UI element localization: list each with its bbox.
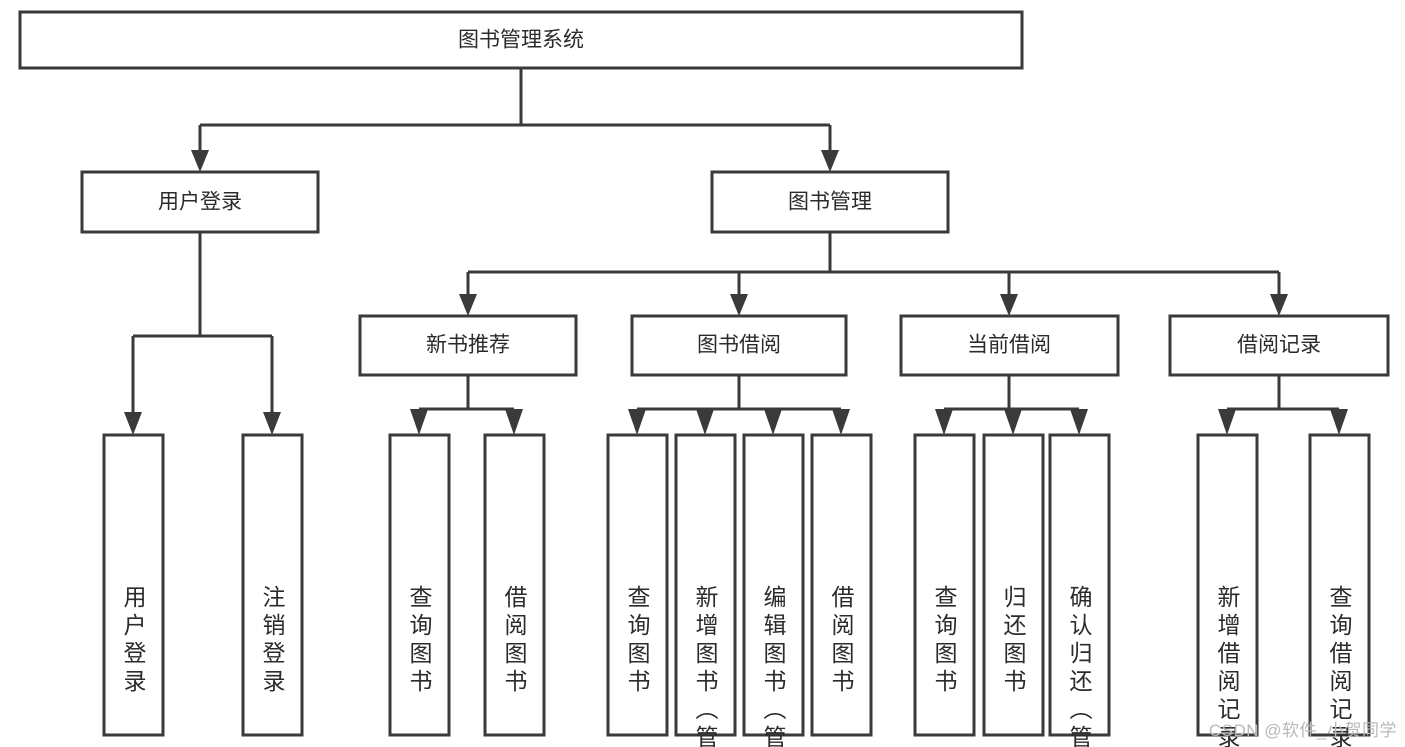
node-leaf-4-box[interactable] xyxy=(483,433,546,737)
arrow-nb-leaf4 xyxy=(505,409,523,435)
node-leaf-3-label: 查询图书 xyxy=(406,585,433,697)
node-leaf-8-box[interactable] xyxy=(810,433,873,737)
node-leaf-8[interactable]: 借阅图书 xyxy=(810,433,873,737)
arrow-login-leaf1 xyxy=(124,412,142,435)
node-leaf-5-label: 查询图书 xyxy=(624,585,651,697)
node-leaf-11-label: 确认归还（管理员） xyxy=(1066,585,1093,747)
node-leaf-4-label: 借阅图书 xyxy=(501,585,528,697)
node-leaf-7-label: 编辑图书（管理员） xyxy=(760,585,787,747)
node-root-box[interactable] xyxy=(18,10,1024,70)
node-records-box[interactable] xyxy=(1168,314,1390,377)
node-leaf-12-label: 新增借阅记录 xyxy=(1214,585,1241,747)
arrow-root-to-bookmgmt xyxy=(821,150,839,172)
node-login[interactable]: 用户登录 xyxy=(80,170,320,234)
node-leaf-13-box[interactable] xyxy=(1308,433,1371,737)
arrow-bm-current xyxy=(1000,294,1018,316)
node-leaf-6-label: 新增图书（管理员） xyxy=(692,585,719,747)
node-bookmgmt-label: 图书管理 xyxy=(788,191,872,214)
node-leaf-7-box[interactable] xyxy=(742,433,805,737)
node-leaf-8-label: 借阅图书 xyxy=(828,585,855,697)
arrow-login-leaf2 xyxy=(263,412,281,435)
node-leaf-13-label: 查询借阅记录 xyxy=(1326,585,1353,747)
node-leaf-11[interactable]: 确认归还（管理员） xyxy=(1048,433,1111,747)
node-bookmgmt[interactable]: 图书管理 xyxy=(710,170,950,234)
node-borrow-box[interactable] xyxy=(630,314,848,377)
arrow-current-leaf11 xyxy=(1070,409,1088,435)
node-leaf-2-box[interactable] xyxy=(241,433,304,737)
node-leaf-4[interactable]: 借阅图书 xyxy=(483,433,546,737)
node-leaf-7[interactable]: 编辑图书（管理员） xyxy=(742,433,805,747)
arrow-borrow-leaf8 xyxy=(832,409,850,435)
node-bookmgmt-box[interactable] xyxy=(710,170,950,234)
arrow-bm-records xyxy=(1270,294,1288,316)
node-leaf-11-box[interactable] xyxy=(1048,433,1111,737)
node-current-box[interactable] xyxy=(899,314,1120,377)
node-leaf-10[interactable]: 归还图书 xyxy=(982,433,1045,737)
node-records[interactable]: 借阅记录 xyxy=(1168,314,1390,377)
arrow-nb-leaf3 xyxy=(410,409,428,435)
arrow-borrow-leaf5 xyxy=(628,409,646,435)
node-root[interactable]: 图书管理系统 xyxy=(18,10,1024,70)
node-newbook-box[interactable] xyxy=(358,314,578,377)
node-leaf-12[interactable]: 新增借阅记录 xyxy=(1196,433,1259,747)
node-leaf-10-box[interactable] xyxy=(982,433,1045,737)
node-records-label: 借阅记录 xyxy=(1237,334,1321,357)
node-leaf-3-box[interactable] xyxy=(388,433,451,737)
node-newbook[interactable]: 新书推荐 xyxy=(358,314,578,377)
node-root-label: 图书管理系统 xyxy=(458,29,584,52)
arrow-current-leaf9 xyxy=(935,409,953,435)
node-login-box[interactable] xyxy=(80,170,320,234)
arrow-records-leaf12 xyxy=(1218,409,1236,435)
arrow-bm-borrow xyxy=(730,294,748,316)
arrow-borrow-leaf7 xyxy=(764,409,782,435)
node-current[interactable]: 当前借阅 xyxy=(899,314,1120,377)
arrow-current-leaf10 xyxy=(1004,409,1022,435)
node-leaf-5[interactable]: 查询图书 xyxy=(606,433,669,737)
node-leaf-6-box[interactable] xyxy=(674,433,737,737)
node-leaf-1-box[interactable] xyxy=(102,433,165,737)
node-leaf-1-label: 用户登录 xyxy=(120,585,147,697)
node-leaf-1[interactable]: 用户登录 xyxy=(102,433,165,737)
node-leaf-13[interactable]: 查询借阅记录 xyxy=(1308,433,1371,747)
node-login-label: 用户登录 xyxy=(158,191,242,214)
arrow-borrow-leaf6 xyxy=(696,409,714,435)
node-leaf-12-box[interactable] xyxy=(1196,433,1259,737)
node-leaf-2-label: 注销登录 xyxy=(259,585,286,697)
node-leaf-5-box[interactable] xyxy=(606,433,669,737)
arrow-bm-newbook xyxy=(459,294,477,316)
arrow-records-leaf13 xyxy=(1330,409,1348,435)
node-leaf-9-label: 查询图书 xyxy=(931,585,958,697)
connector-layer xyxy=(124,68,1348,435)
node-leaf-3[interactable]: 查询图书 xyxy=(388,433,451,737)
node-leaf-2[interactable]: 注销登录 xyxy=(241,433,304,737)
node-leaf-6[interactable]: 新增图书（管理员） xyxy=(674,433,737,747)
node-borrow[interactable]: 图书借阅 xyxy=(630,314,848,377)
node-borrow-label: 图书借阅 xyxy=(697,334,781,357)
node-leaf-9-box[interactable] xyxy=(913,433,976,737)
node-leaf-9[interactable]: 查询图书 xyxy=(913,433,976,737)
node-current-label: 当前借阅 xyxy=(967,334,1051,357)
arrow-root-to-login xyxy=(191,150,209,172)
node-newbook-label: 新书推荐 xyxy=(426,334,510,357)
node-leaf-10-label: 归还图书 xyxy=(1000,585,1027,697)
